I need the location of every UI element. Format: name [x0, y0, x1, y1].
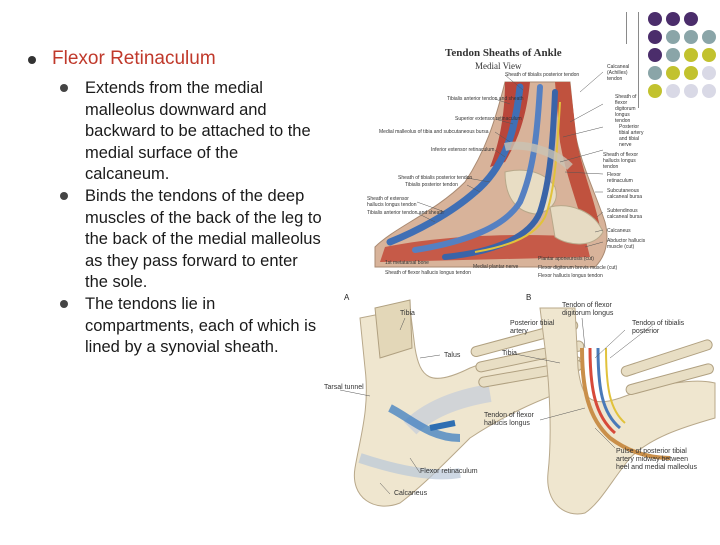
anatomy-label: Flexor retinaculum: [607, 172, 633, 184]
heading-bullet: Flexor Retinaculum: [22, 48, 322, 70]
decor-dot: [666, 66, 680, 80]
anatomy-label: Tibialis anterior tendon and sheath: [447, 96, 524, 102]
decor-line: [638, 12, 639, 108]
tarsal-tunnel-drawing: [339, 299, 716, 515]
decor-dot: [666, 12, 680, 26]
decor-dot: [702, 84, 716, 98]
anatomy-label: Sheath of tibialis posterior tendon: [505, 72, 580, 78]
anatomy-label: Subcutaneous calcaneal bursa: [607, 188, 643, 200]
sub-bullet-text: Binds the tendons of the deep muscles of…: [85, 186, 322, 292]
anatomy-label: Sheath of flexor hallucis longus tendon: [603, 152, 639, 170]
decor-dot: [648, 84, 662, 98]
anatomy-label: Tendon of flexor digitorum longus: [562, 302, 614, 317]
tarsal-tunnel-illustration: A B Tibia Talus Tarsal tunnel Flexor ret…: [320, 288, 720, 540]
anatomy-label: Tibia: [400, 310, 415, 317]
panel-label-a: A: [344, 293, 350, 302]
anatomy-label: Abductor hallucis muscle (cut): [607, 238, 646, 250]
anatomy-label: Tibialis anterior tendon and sheath: [367, 210, 444, 216]
decor-dot: [648, 48, 662, 62]
decor-dot: [684, 12, 698, 26]
anatomy-label: Medial plantar nerve: [473, 264, 519, 270]
anatomy-label: Superior extensor retinaculum: [455, 116, 522, 122]
anatomy-label: Tendon of flexor hallucis longus: [484, 412, 534, 427]
decor-dot: [648, 12, 662, 26]
decor-dot: [702, 48, 716, 62]
bullet-dot: [28, 56, 36, 64]
anatomy-label: Flexor digitorum brevis muscle (cut): [538, 265, 618, 271]
figure-subtitle: Medial View: [475, 61, 522, 71]
sub-bullet: The tendons lie in compartments, each of…: [54, 294, 322, 359]
anatomy-label: Flexor hallucis longus tendon: [538, 273, 603, 279]
bullet-list: Flexor Retinaculum Extends from the medi…: [22, 48, 322, 359]
anatomy-label: Tendon of tibialis posterior: [632, 320, 685, 335]
sub-bullet: Binds the tendons of the deep muscles of…: [54, 186, 322, 294]
bullet-dot: [60, 191, 68, 200]
sub-bullet-text: Extends from the medial malleolus downwa…: [85, 79, 311, 184]
decor-dot: [684, 84, 698, 98]
anatomy-label: Plantar aponeurosis (cut): [538, 256, 594, 262]
anatomy-label: Sheath of flexor hallucis longus tendon: [385, 270, 471, 276]
panel-label-b: B: [526, 293, 532, 302]
decor-dot: [666, 30, 680, 44]
anatomy-label: 1st metatarsal bone: [385, 260, 429, 266]
decor-dot: [648, 66, 662, 80]
anatomy-label: Tarsal tunnel: [324, 384, 364, 391]
anatomy-label: Medial malleolus of tibia and subcutaneo…: [379, 129, 489, 135]
anatomy-label: Pulse of posterior tibial artery midway …: [616, 448, 697, 471]
anatomy-label: Talus: [444, 352, 461, 359]
anatomy-label: Sheath of tibialis posterior tendon: [398, 175, 473, 181]
anatomy-label: Posterior tibial artery: [510, 320, 555, 335]
anatomy-label: Flexor retinaculum: [420, 468, 478, 475]
sub-bullet: Extends from the medial malleolus downwa…: [54, 78, 322, 186]
decor-dot: [648, 30, 662, 44]
anatomy-label: Posterior tibial artery and tibial nerve: [619, 124, 644, 148]
anatomy-label: Sheath of flexor digitorum longus tendon: [615, 94, 637, 124]
bullet-dot: [60, 299, 68, 308]
anatomy-label: Sheath of extensor hallucis longus tendo…: [367, 196, 417, 208]
ankle-tendon-sheaths-illustration: Tendon Sheaths of Ankle Medial View Shea…: [355, 42, 655, 282]
decor-dot: [702, 30, 716, 44]
decor-line: [626, 12, 627, 44]
bullet-dot: [60, 84, 68, 92]
decor-dot: [684, 66, 698, 80]
anatomy-label: Inferior extensor retinaculum: [431, 147, 495, 153]
anatomy-label: Calcaneus: [607, 228, 631, 234]
decor-dot: [666, 48, 680, 62]
ankle-medial-view-drawing: [374, 71, 608, 268]
decor-dot: [684, 30, 698, 44]
anatomy-label: Calcaneus: [394, 490, 428, 497]
decor-dot: [684, 48, 698, 62]
anatomy-label: Tibialis posterior tendon: [405, 182, 458, 188]
sub-bullet-list: Extends from the medial malleolus downwa…: [54, 78, 322, 359]
sub-bullet-text: The tendons lie in compartments, each of…: [85, 294, 317, 357]
decor-dot: [666, 84, 680, 98]
decor-dot: [702, 66, 716, 80]
anatomy-label: Subtendinous calcaneal bursa: [607, 208, 643, 220]
slide-heading: Flexor Retinaculum: [52, 48, 216, 69]
anatomy-label: Calcaneal (Achilles) tendon: [607, 64, 630, 82]
anatomy-label: Tibia: [502, 350, 517, 357]
figure-title: Tendon Sheaths of Ankle: [445, 47, 562, 59]
